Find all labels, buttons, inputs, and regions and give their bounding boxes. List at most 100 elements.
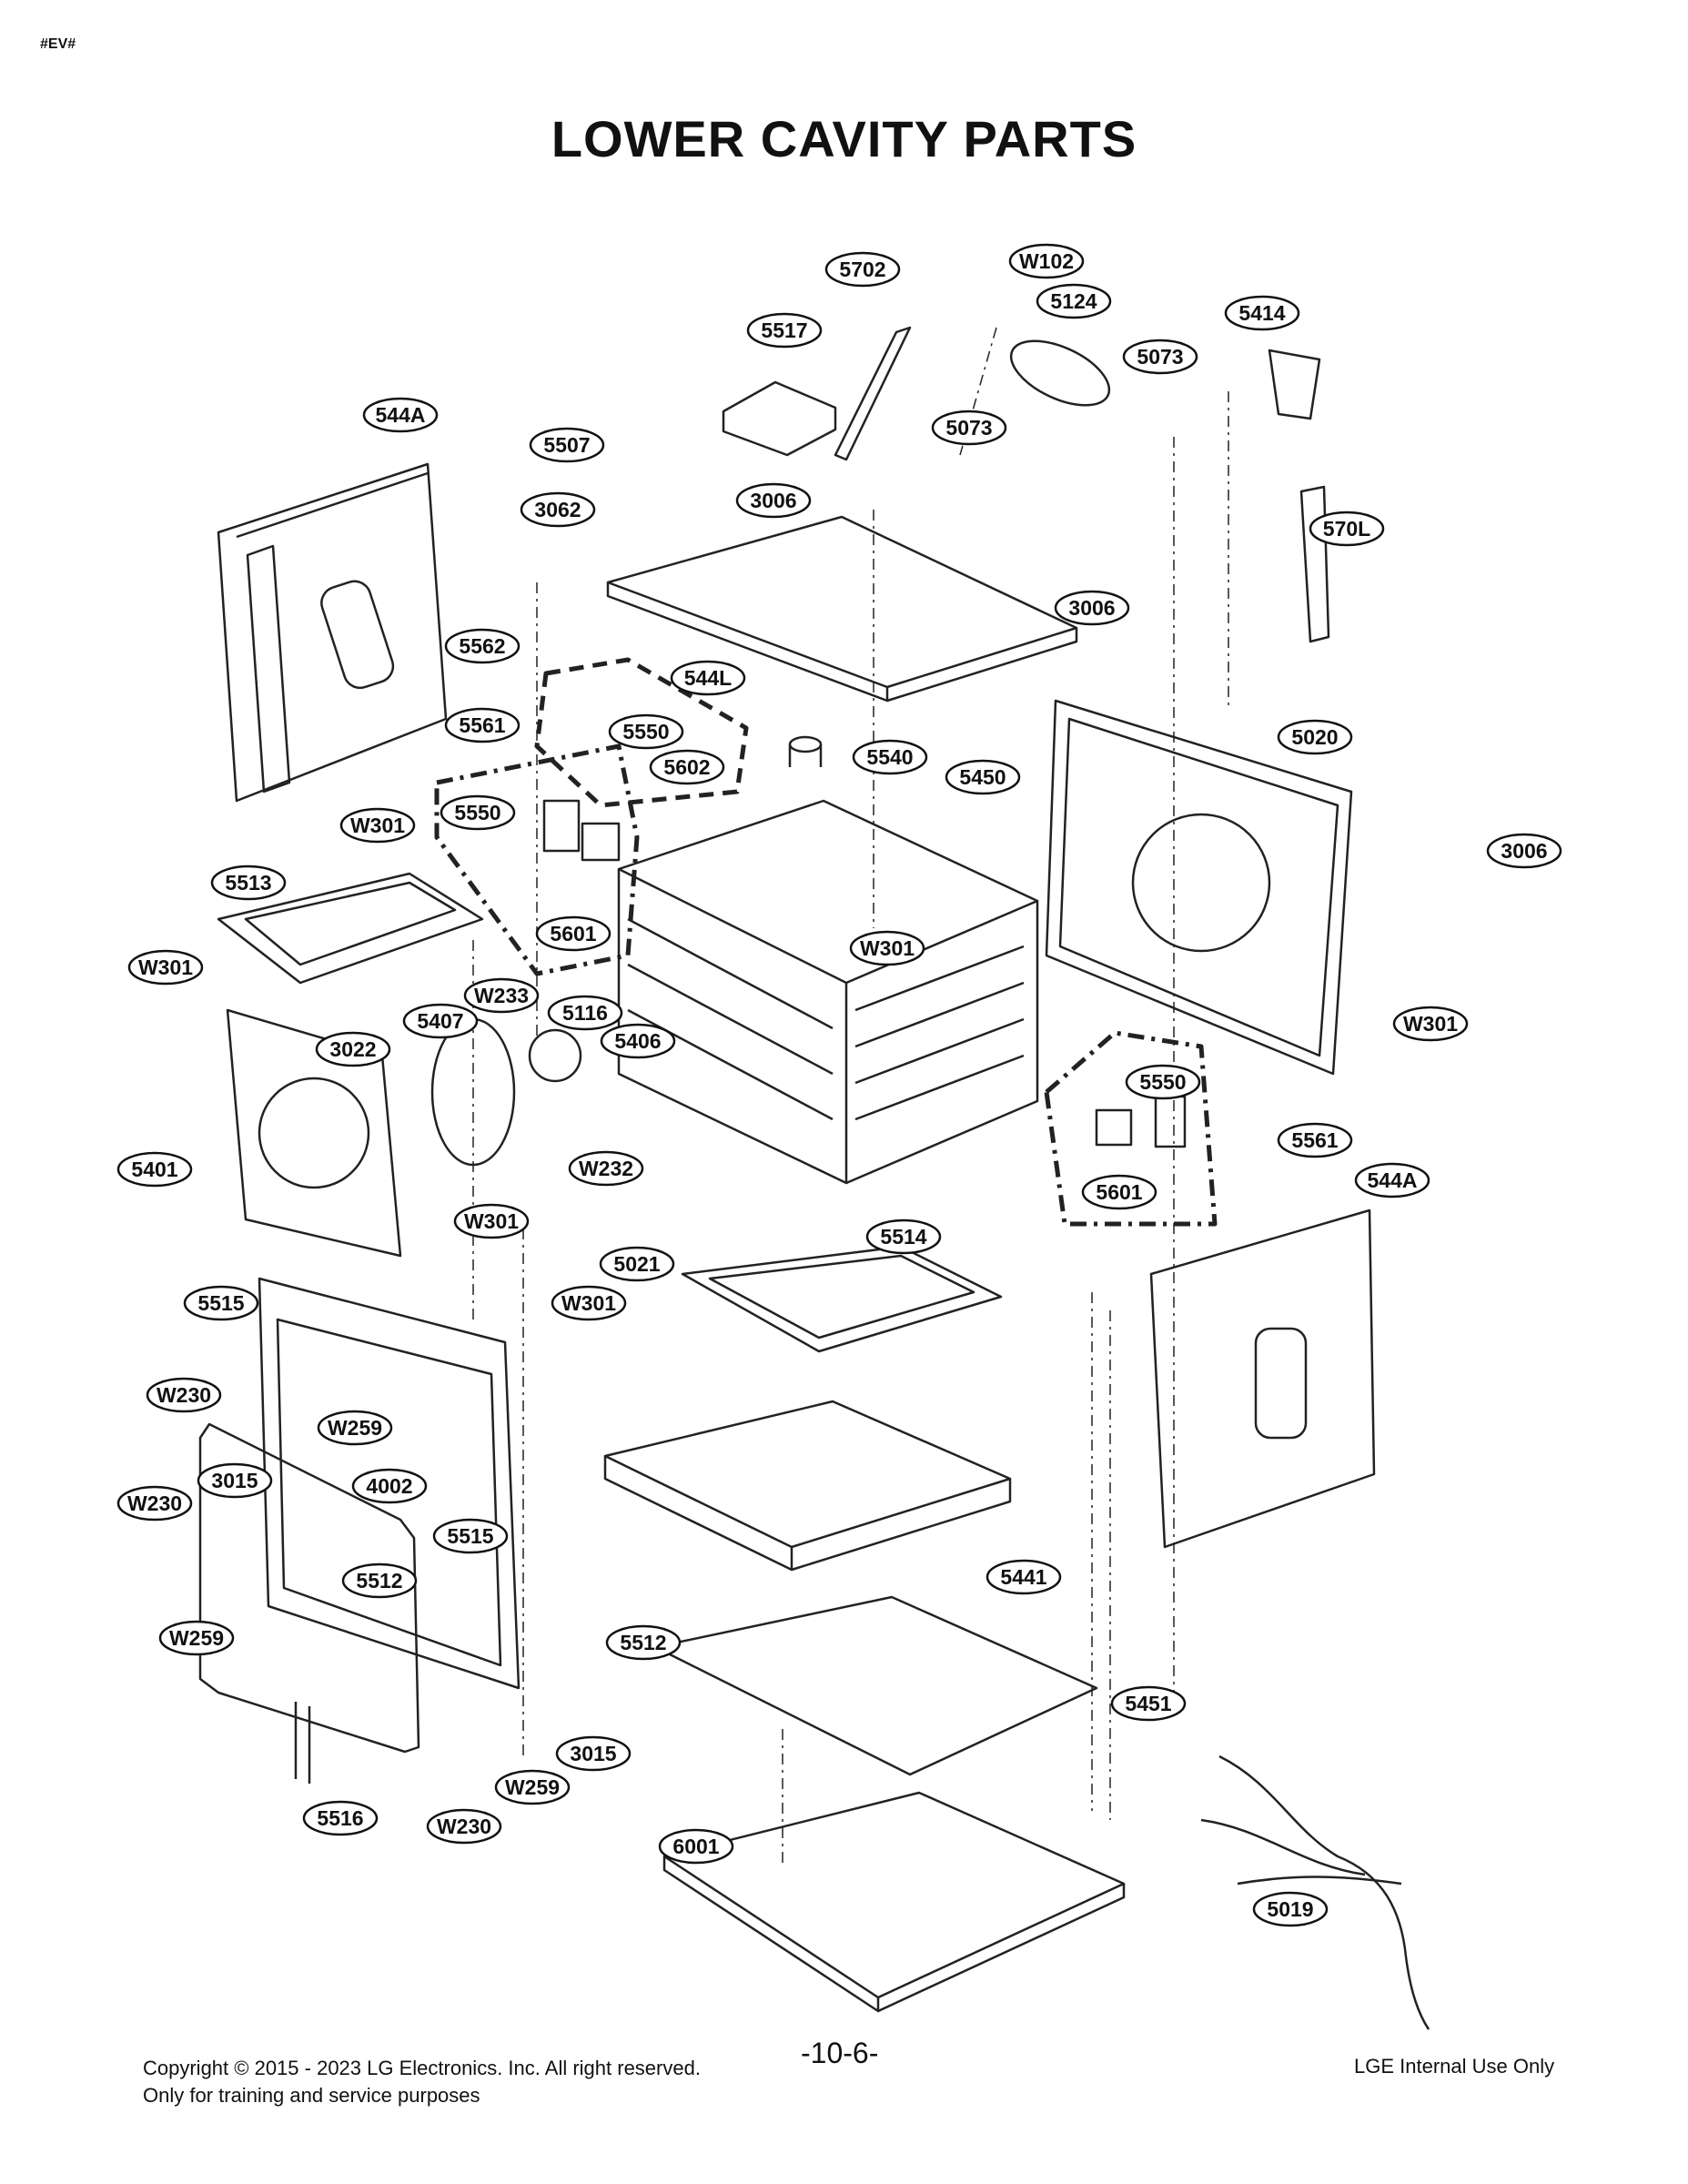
callout-label: 3015 xyxy=(570,1742,616,1765)
callout-label: W232 xyxy=(579,1157,633,1180)
callout-5020: 5020 xyxy=(1277,719,1353,755)
callout-5124: 5124 xyxy=(1036,283,1112,319)
oven-cavity xyxy=(617,799,1039,985)
callout-label: 5601 xyxy=(550,922,596,945)
callout-label: 3015 xyxy=(211,1469,258,1492)
callout-3015: 3015 xyxy=(197,1462,273,1499)
callout-5601: 5601 xyxy=(1081,1174,1157,1210)
callout-5517: 5517 xyxy=(746,312,823,349)
callout-label: W301 xyxy=(1403,1012,1458,1036)
training-note: Only for training and service purposes xyxy=(143,2084,480,2107)
callout-label: 5507 xyxy=(543,433,590,457)
part-5702-bracket xyxy=(834,326,912,461)
callout-3022: 3022 xyxy=(315,1031,391,1067)
front-frame xyxy=(258,1277,521,1690)
callout-w233: W233 xyxy=(463,977,540,1014)
callout-5401: 5401 xyxy=(116,1151,193,1188)
callout-label: 5517 xyxy=(761,318,807,342)
callout-5414: 5414 xyxy=(1224,295,1300,331)
callout-5601: 5601 xyxy=(535,915,612,952)
callout-label: W259 xyxy=(505,1775,560,1799)
callout-label: 5116 xyxy=(562,1001,608,1025)
callout-label: 3062 xyxy=(534,498,581,521)
callout-w102: W102 xyxy=(1008,243,1085,279)
callout-5515: 5515 xyxy=(432,1518,509,1554)
callout-5702: 5702 xyxy=(824,251,901,288)
callout-label: 5441 xyxy=(1000,1565,1046,1589)
callout-5602: 5602 xyxy=(649,749,725,785)
callout-label: 5514 xyxy=(880,1225,926,1249)
group-5561-upper xyxy=(434,743,640,976)
harness-5019 xyxy=(1218,1754,1430,2030)
callout-w259: W259 xyxy=(494,1769,571,1805)
callout-w301: W301 xyxy=(551,1285,627,1321)
callout-5513: 5513 xyxy=(210,864,287,901)
callout-label: W301 xyxy=(860,936,915,960)
callout-5073: 5073 xyxy=(1122,339,1198,375)
callout-label: 5512 xyxy=(356,1569,402,1592)
callout-5116: 5116 xyxy=(547,995,623,1031)
callout-544a: 544A xyxy=(362,397,439,433)
callout-544a: 544A xyxy=(1354,1162,1430,1198)
callout-570l: 570L xyxy=(1309,511,1385,547)
callout-5073: 5073 xyxy=(931,410,1007,446)
callout-5562: 5562 xyxy=(444,628,521,664)
callout-label: 5561 xyxy=(1291,1128,1338,1152)
callout-label: 6001 xyxy=(672,1835,719,1858)
callout-label: 5550 xyxy=(622,720,669,743)
callout-label: W230 xyxy=(437,1815,491,1838)
callout-label: 5073 xyxy=(945,416,992,440)
callout-label: 5407 xyxy=(417,1009,463,1033)
callout-label: W301 xyxy=(138,956,193,979)
heater-5514 xyxy=(681,1245,1003,1353)
callout-label: 5124 xyxy=(1050,289,1097,313)
callout-label: 5019 xyxy=(1267,1897,1313,1921)
callout-5512: 5512 xyxy=(341,1562,418,1599)
callout-w232: W232 xyxy=(568,1150,644,1187)
callout-label: W233 xyxy=(474,984,529,1007)
document-tag: #EV# xyxy=(40,36,76,52)
callout-label: 5515 xyxy=(197,1291,244,1315)
callout-w230: W230 xyxy=(146,1377,222,1413)
callout-w301: W301 xyxy=(1392,1006,1469,1042)
part-5414 xyxy=(1268,349,1321,420)
callout-label: 570L xyxy=(1323,517,1370,541)
callout-label: W301 xyxy=(464,1209,519,1233)
callout-label: 544A xyxy=(376,403,426,427)
callout-5451: 5451 xyxy=(1110,1685,1187,1722)
callout-label: 544A xyxy=(1368,1168,1418,1192)
part-5517-box xyxy=(722,380,837,457)
callout-label: 5406 xyxy=(614,1029,661,1053)
callout-label: 5020 xyxy=(1291,725,1338,749)
callout-label: W301 xyxy=(561,1291,616,1315)
callout-5514: 5514 xyxy=(865,1218,942,1255)
callout-6001: 6001 xyxy=(658,1828,734,1865)
tray-5441 xyxy=(603,1400,1012,1549)
callout-label: 5515 xyxy=(447,1524,493,1548)
callout-w301: W301 xyxy=(339,807,416,844)
callout-5550: 5550 xyxy=(1125,1064,1201,1100)
part-5601-pad-lower xyxy=(1095,1108,1133,1147)
callout-label: 5550 xyxy=(1139,1070,1186,1094)
callout-w259: W259 xyxy=(317,1410,393,1446)
callout-label: 3006 xyxy=(1501,839,1547,863)
callout-label: 5602 xyxy=(663,755,710,779)
callout-5550: 5550 xyxy=(440,794,516,831)
callout-label: 5414 xyxy=(1238,301,1285,325)
callout-5019: 5019 xyxy=(1252,1891,1329,1927)
callout-label: 4002 xyxy=(366,1474,412,1498)
callout-label: W230 xyxy=(157,1383,211,1407)
callout-w259: W259 xyxy=(158,1620,235,1656)
callout-label: 5562 xyxy=(459,634,505,658)
callout-layer: 5702 W102 5124 5517 5073 5414 5073 544A 5507 3062… xyxy=(116,243,1562,1927)
callout-3006: 3006 xyxy=(735,482,812,519)
callout-5512: 5512 xyxy=(605,1624,682,1661)
left-side-panel-544A xyxy=(217,462,448,803)
part-5601-pad xyxy=(581,822,621,862)
callout-w230: W230 xyxy=(426,1808,502,1845)
footer-copyright: Copyright © 2015 - 2023 LG Electronics. … xyxy=(143,2055,701,2109)
callout-label: 3022 xyxy=(329,1037,376,1061)
part-570L-bracket xyxy=(1299,485,1330,643)
callout-5561: 5561 xyxy=(444,707,521,743)
callout-544l: 544L xyxy=(670,660,746,696)
